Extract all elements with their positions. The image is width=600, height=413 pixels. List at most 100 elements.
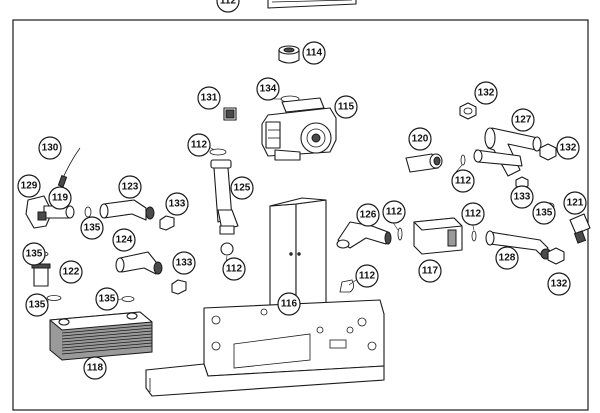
- diagram-frame: [12, 19, 589, 411]
- part-117-block: [413, 217, 463, 255]
- svg-text:132: 132: [551, 279, 568, 290]
- callout-121: 121: [563, 191, 587, 215]
- part-135-ring-d: [46, 295, 62, 301]
- part-127-pipe: [473, 127, 542, 177]
- part-132-nut-b: [539, 143, 557, 161]
- svg-text:120: 120: [412, 134, 429, 145]
- part-128-pipe: [485, 230, 552, 260]
- callout-119: 119: [48, 186, 72, 210]
- callout-112-top: 112: [216, 0, 240, 13]
- svg-text:112: 112: [465, 209, 482, 220]
- svg-text:132: 132: [478, 88, 495, 99]
- svg-text:116: 116: [281, 299, 298, 310]
- svg-text:114: 114: [306, 48, 323, 59]
- callout-135-b: 135: [532, 201, 556, 225]
- callout-112-e: 112: [222, 257, 246, 281]
- part-118-heat-exchanger: [49, 311, 153, 361]
- svg-text:135: 135: [99, 294, 116, 305]
- svg-text:112: 112: [226, 264, 243, 275]
- svg-text:112: 112: [386, 207, 403, 218]
- callout-127: 127: [511, 108, 535, 132]
- callout-116: 116: [277, 292, 301, 316]
- part-112-ring-d: [397, 227, 403, 241]
- svg-text:130: 130: [42, 143, 59, 154]
- callout-115: 115: [334, 95, 358, 119]
- svg-text:112: 112: [455, 176, 472, 187]
- callout-118: 118: [83, 356, 107, 380]
- callout-135-e: 135: [95, 287, 119, 311]
- part-116-bracket: [145, 197, 385, 397]
- part-115-pump: [261, 97, 337, 161]
- leader-lines: [47, 98, 475, 302]
- svg-text:133: 133: [176, 258, 193, 269]
- svg-text:125: 125: [234, 183, 251, 194]
- part-121-connector: [569, 213, 591, 244]
- callout-112-f: 112: [355, 264, 379, 288]
- callout-133-c: 133: [172, 251, 196, 275]
- svg-text:112: 112: [191, 140, 208, 151]
- part-112-ring-f: [339, 279, 354, 293]
- part-124-elbow: [115, 251, 163, 275]
- svg-text:122: 122: [63, 267, 80, 278]
- callout-125: 125: [230, 176, 254, 200]
- callout-112-d: 112: [461, 202, 485, 226]
- part-top-cutoff: [267, 0, 357, 9]
- svg-text:112: 112: [359, 271, 376, 282]
- callout-124: 124: [112, 228, 136, 252]
- svg-text:124: 124: [116, 235, 133, 246]
- part-122-coupler: [31, 263, 51, 287]
- callout-131: 131: [197, 86, 221, 110]
- callout-126: 126: [356, 203, 380, 227]
- part-114-cap: [278, 45, 300, 64]
- svg-text:126: 126: [360, 210, 377, 221]
- svg-text:135: 135: [26, 249, 43, 260]
- callout-122: 122: [59, 260, 83, 284]
- svg-text:133: 133: [514, 192, 531, 203]
- svg-text:117: 117: [422, 266, 439, 277]
- callout-129: 129: [17, 174, 41, 198]
- svg-text:135: 135: [536, 208, 553, 219]
- svg-text:131: 131: [201, 93, 218, 104]
- callout-132-c: 132: [547, 272, 571, 296]
- part-112-ring-a: [209, 148, 227, 156]
- part-112-ring-e: [471, 230, 477, 242]
- callout-133-b: 133: [510, 185, 534, 209]
- callout-130: 130: [38, 136, 62, 160]
- callout-135-c: 135: [22, 242, 46, 266]
- callout-132-a: 132: [474, 81, 498, 105]
- svg-text:121: 121: [567, 198, 584, 209]
- part-131-valve: [223, 107, 237, 121]
- svg-text:135: 135: [29, 300, 46, 311]
- part-133-nut-b: [159, 215, 175, 231]
- svg-text:132: 132: [560, 143, 577, 154]
- part-112-ring-c: [460, 154, 466, 166]
- svg-text:128: 128: [499, 253, 516, 264]
- callout-120: 120: [408, 127, 432, 151]
- svg-text:133: 133: [169, 199, 186, 210]
- part-112-ring-b: [220, 242, 234, 256]
- svg-text:129: 129: [21, 181, 38, 192]
- callout-132-b: 132: [556, 136, 580, 160]
- callout-134: 134: [256, 77, 280, 101]
- svg-text:134: 134: [260, 84, 277, 95]
- part-132-nut-a: [459, 102, 477, 120]
- callout-114: 114: [302, 41, 326, 65]
- svg-text:119: 119: [52, 193, 69, 204]
- callout-112-b: 112: [451, 169, 475, 193]
- callout-135-d: 135: [25, 293, 49, 317]
- callout-123: 123: [118, 175, 142, 199]
- svg-text:123: 123: [122, 182, 139, 193]
- callout-128: 128: [495, 246, 519, 270]
- part-135-ring-b: [84, 206, 92, 218]
- callout-133-a: 133: [165, 192, 189, 216]
- svg-text:112: 112: [220, 0, 237, 7]
- callout-112-c: 112: [382, 200, 406, 224]
- svg-text:115: 115: [338, 102, 355, 113]
- part-125-pipe: [210, 159, 239, 235]
- part-123-elbow: [99, 199, 155, 221]
- part-135-ring-e: [121, 296, 135, 302]
- part-120-fitting: [405, 153, 443, 173]
- part-126-elbow: [336, 221, 392, 249]
- part-130-sensor: [57, 147, 81, 188]
